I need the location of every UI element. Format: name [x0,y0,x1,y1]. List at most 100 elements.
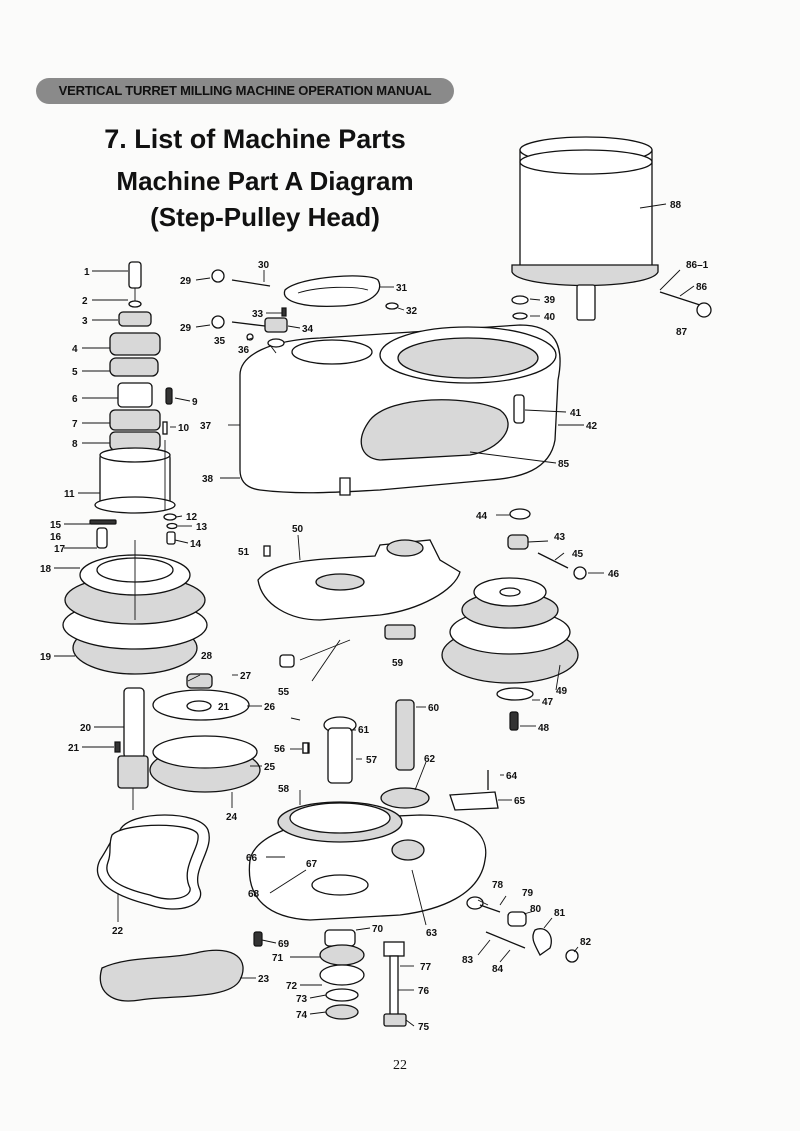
callout-61: 61 [358,725,370,736]
callout-44: 44 [476,511,488,522]
callout-58: 58 [278,784,290,795]
callout-36: 36 [238,345,250,356]
callout-40: 40 [544,312,556,323]
callout-38: 38 [202,474,214,485]
callout-47: 47 [542,697,554,708]
callout-86-1: 86–1 [686,260,709,271]
callout-56: 56 [274,744,286,755]
callout-23: 23 [258,974,270,985]
callout-21a: 21 [68,743,80,754]
lower-shaft-drawing [253,929,407,1027]
callout-79: 79 [522,888,534,899]
callout-15: 15 [50,520,62,531]
callout-66: 66 [246,853,258,864]
callout-74: 74 [296,1010,308,1021]
callout-42: 42 [586,421,598,432]
callout-62: 62 [424,754,436,765]
drive-belts-drawing [96,814,244,1002]
callout-3: 3 [82,316,88,327]
callout-6: 6 [72,394,78,405]
callout-30: 30 [258,260,270,271]
callout-10: 10 [178,423,190,434]
gear-train-drawing [248,699,499,921]
spindle-stack-drawing [94,261,176,514]
callout-22: 22 [112,926,124,937]
page-number: 22 [393,1058,407,1073]
callout-77: 77 [420,962,432,973]
callout-26: 26 [264,702,276,713]
head-casting-drawing [239,324,561,496]
callout-leader-lines [54,203,695,1027]
callout-78: 78 [492,880,504,891]
callout-75: 75 [418,1022,430,1033]
callout-1: 1 [84,267,90,278]
clutch-parts-drawing [466,896,579,963]
callout-34: 34 [302,324,314,335]
callout-85: 85 [558,459,570,470]
callout-86: 86 [696,282,708,293]
head-top-parts-drawing [211,269,399,348]
callout-14: 14 [190,539,202,550]
motor-drawing [511,136,712,321]
callout-27: 27 [240,671,252,682]
callout-48: 48 [538,723,550,734]
callout-65: 65 [514,796,526,807]
callout-24: 24 [226,812,238,823]
callout-9: 9 [192,397,198,408]
gearbox-plate-drawing [257,539,461,668]
motor-pulley-drawing [441,508,587,731]
callout-20: 20 [80,723,92,734]
callout-17: 17 [54,544,66,555]
callout-18: 18 [40,564,52,575]
callout-33: 33 [252,309,264,320]
callout-70: 70 [372,924,384,935]
spindle-gear-drawing [114,673,310,810]
callout-67: 67 [306,859,318,870]
diagram-subtitle: (Step-Pulley Head) [150,202,380,232]
callout-46: 46 [608,569,620,580]
callout-88: 88 [670,200,682,211]
callout-50: 50 [292,524,304,535]
spindle-pulley-drawing [62,540,208,675]
callout-84: 84 [492,964,504,975]
callout-49: 49 [556,686,568,697]
callout-57: 57 [366,755,378,766]
callout-5: 5 [72,367,78,378]
callout-8: 8 [72,439,78,450]
callout-19: 19 [40,652,52,663]
callout-32: 32 [406,306,418,317]
diagram-title: Machine Part A Diagram [116,166,414,196]
callout-35: 35 [214,336,226,347]
callout-29b: 29 [180,323,192,334]
callout-45: 45 [572,549,584,560]
callout-21b: 21 [218,702,230,713]
callout-28: 28 [201,651,213,662]
callout-60: 60 [428,703,440,714]
callout-37: 37 [200,421,212,432]
callout-numbers: 1 2 3 4 5 6 7 8 9 10 11 12 13 14 15 16 1… [40,200,709,1033]
small-fasteners-drawing [89,513,178,549]
callout-25: 25 [264,762,276,773]
callout-51: 51 [238,547,250,558]
callout-43: 43 [554,532,566,543]
callout-12: 12 [186,512,198,523]
callout-16: 16 [50,532,62,543]
manual-header-banner: VERTICAL TURRET MILLING MACHINE OPERATIO… [36,78,454,104]
callout-31: 31 [396,283,408,294]
callout-55: 55 [278,687,290,698]
callout-72: 72 [286,981,298,992]
callout-13: 13 [196,522,208,533]
callout-7: 7 [72,419,78,430]
callout-29a: 29 [180,276,192,287]
callout-11: 11 [64,489,75,500]
callout-69: 69 [278,939,290,950]
callout-73: 73 [296,994,308,1005]
callout-2: 2 [82,296,88,307]
callout-81: 81 [554,908,566,919]
callout-83: 83 [462,955,474,966]
callout-63: 63 [426,928,438,939]
callout-41: 41 [570,408,582,419]
callout-82: 82 [580,937,592,948]
callout-87: 87 [676,327,688,338]
